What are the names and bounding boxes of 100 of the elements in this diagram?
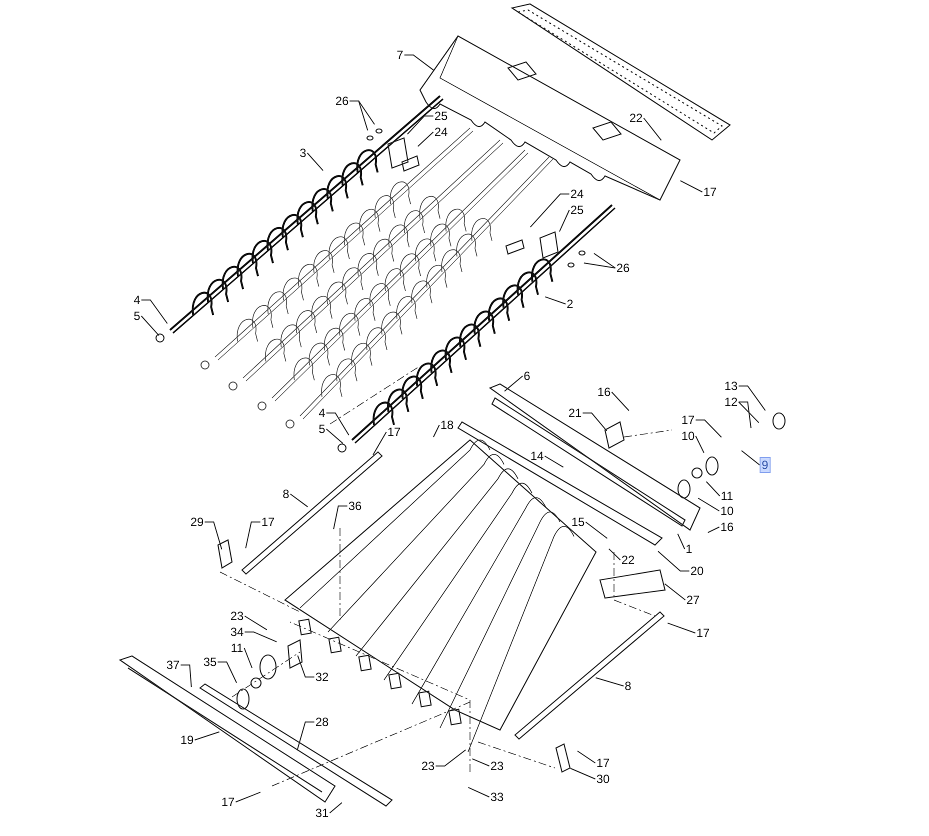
callout-number: 23	[230, 609, 244, 623]
callout-number: 20	[690, 564, 704, 578]
leader-line	[707, 526, 720, 534]
callout-number: 31	[315, 806, 329, 820]
callout-number: 16	[720, 520, 734, 534]
callout-number: 17	[221, 795, 235, 809]
callout-number: 4	[318, 406, 326, 420]
leader-line	[326, 428, 344, 444]
leader-line	[698, 498, 720, 512]
leader-line	[235, 792, 261, 802]
callout-number: 30	[596, 772, 610, 786]
callout-number: 4	[134, 293, 140, 307]
leader-line	[611, 392, 630, 412]
callout-number: 17	[696, 626, 710, 640]
leader-line	[667, 622, 696, 634]
callout-number: 6	[524, 369, 530, 383]
callout-number: 11	[230, 641, 244, 655]
leader-line	[608, 548, 621, 560]
callout-number: 17	[681, 413, 695, 427]
leader-line	[664, 583, 686, 600]
leader-line	[706, 481, 720, 496]
leader-line	[643, 118, 662, 141]
leader-line	[204, 522, 222, 550]
leader-line	[194, 731, 220, 740]
leader-line	[738, 402, 760, 424]
leader-line	[417, 132, 434, 147]
callout-number: 17	[703, 185, 717, 199]
callout-number: 26	[335, 94, 349, 108]
callout-number: 18	[440, 418, 454, 432]
leader-line	[582, 412, 608, 432]
leader-line	[680, 180, 703, 192]
leader-line	[306, 152, 324, 172]
leader-line	[741, 450, 760, 466]
leader-line	[333, 506, 348, 530]
leader-line	[576, 750, 596, 764]
leader-line	[658, 550, 690, 572]
callout-number: 22	[621, 553, 635, 567]
callout-number: 34	[230, 625, 244, 639]
leader-line	[468, 786, 490, 798]
callout-number: 16	[597, 385, 611, 399]
callout-number: 25	[434, 109, 448, 123]
leader-line	[290, 494, 308, 508]
callout-number: 10	[720, 504, 734, 518]
callout-number: 32	[315, 670, 329, 684]
callout-number: 27	[686, 593, 700, 607]
callout-number: 12	[724, 395, 738, 409]
callout-number: 23	[421, 759, 435, 773]
callout-number: 36	[348, 499, 362, 513]
callout-number: 2	[566, 297, 574, 311]
callout-number: 1	[686, 542, 692, 556]
callout-number: 17	[387, 425, 401, 439]
leader-line	[570, 768, 596, 780]
leader-line	[544, 456, 564, 468]
leader-line	[297, 655, 315, 678]
callout-number: 24	[434, 125, 448, 139]
callout-number: 28	[315, 715, 329, 729]
leader-line	[244, 632, 278, 642]
leader-line	[326, 412, 350, 436]
leader-line	[738, 386, 766, 411]
callout-number: 13	[724, 379, 738, 393]
leader-line	[435, 749, 466, 766]
callout-number: 25	[570, 203, 584, 217]
callout-number: 7	[396, 48, 404, 62]
callout-number: 33	[490, 790, 504, 804]
callout-number: 19	[180, 733, 194, 747]
callout-number: 5	[134, 309, 140, 323]
leader-line	[329, 802, 342, 814]
callout-number: 23	[490, 759, 504, 773]
callout-number: 26	[616, 261, 630, 275]
callout-number: 11	[720, 489, 734, 503]
callout-number: 24	[570, 187, 584, 201]
leader-line	[432, 424, 440, 438]
leader-line	[695, 420, 722, 438]
leader-line	[558, 210, 570, 232]
callout-number: 17	[596, 756, 610, 770]
leader-line	[180, 664, 192, 688]
callout-number: 29	[190, 515, 204, 529]
leader-line	[406, 116, 434, 135]
leader-line	[544, 296, 566, 304]
leader-line	[530, 194, 570, 228]
leader-line	[595, 677, 624, 686]
callout-number: 21	[568, 406, 582, 420]
callout-number: 17	[261, 515, 275, 529]
leader-line	[372, 432, 387, 456]
leader-line	[738, 402, 752, 429]
leader-line	[583, 262, 616, 268]
leader-line	[504, 376, 524, 392]
leader-line	[593, 252, 616, 268]
leader-line	[472, 758, 490, 766]
callout-number: 9	[760, 458, 770, 472]
leader-line	[217, 662, 238, 684]
leader-line	[677, 533, 686, 550]
leader-line	[695, 436, 704, 454]
callout-number: 15	[571, 515, 585, 529]
callout-number: 3	[300, 146, 306, 160]
callout-number: 37	[166, 658, 180, 672]
callout-number: 14	[530, 449, 544, 463]
callout-number: 5	[318, 422, 326, 436]
callout-number: 35	[203, 655, 217, 669]
leader-line	[244, 616, 268, 630]
